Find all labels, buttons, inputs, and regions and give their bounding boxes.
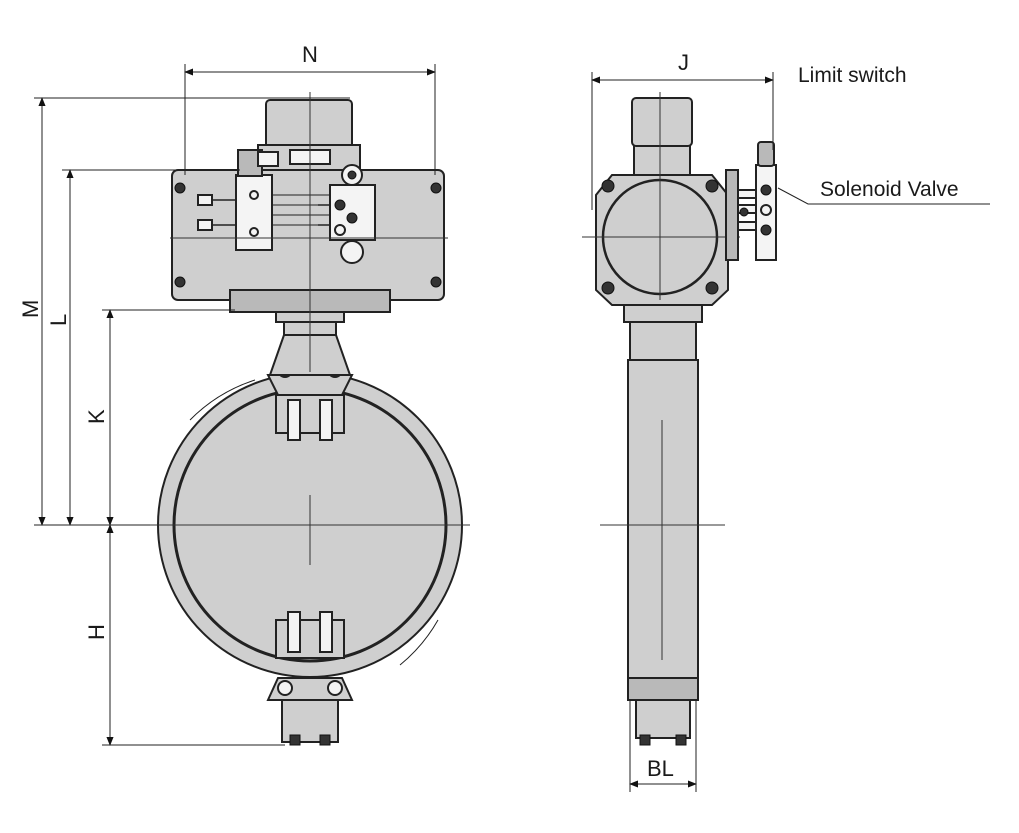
dimension-label-m: M — [18, 300, 43, 318]
callout-solenoid-valve: Solenoid Valve — [820, 178, 959, 201]
front-dimensions — [34, 64, 436, 746]
front-view — [150, 92, 470, 746]
dimension-label-n: N — [302, 42, 318, 67]
side-valve-body — [627, 359, 699, 701]
side-view — [582, 92, 777, 746]
dimension-label-j: J — [678, 50, 689, 75]
dimension-label-bl: BL — [647, 756, 674, 781]
side-dimensions — [591, 72, 990, 792]
actuator-body — [171, 169, 445, 301]
solenoid-valve-front — [235, 174, 273, 251]
callout-limit-switch: Limit switch — [798, 64, 907, 87]
actuator-indicator — [265, 99, 353, 149]
dimension-label-h: H — [84, 624, 109, 640]
dimension-label-l: L — [46, 314, 71, 326]
dimension-label-k: K — [84, 409, 109, 424]
